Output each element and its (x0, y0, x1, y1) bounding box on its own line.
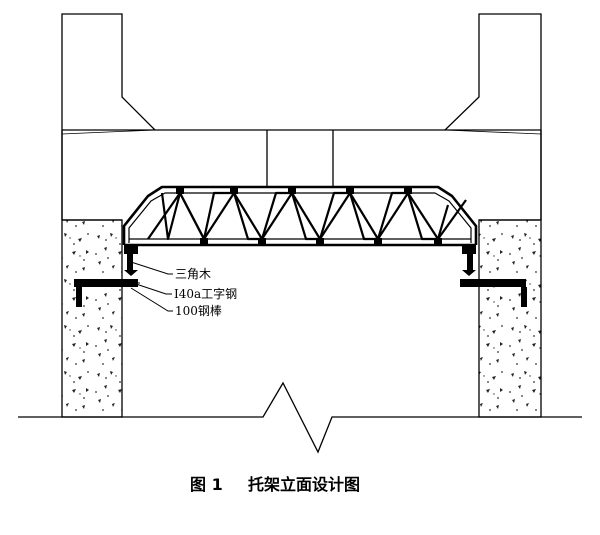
truss-web-members (147, 191, 467, 241)
left-pier-column (61, 219, 123, 418)
right-pier-column (478, 219, 542, 418)
label-i-beam: I40a工字钢 (174, 286, 237, 301)
label-steel-rod: 100钢棒 (175, 304, 222, 318)
left-triangle-wood (124, 245, 138, 276)
truss-web-members-secondary (160, 191, 450, 241)
figure-title: 托架立面设计图 (248, 475, 360, 494)
truss-node-plates (176, 188, 442, 244)
ground-line (18, 381, 582, 454)
right-triangle-wood (462, 245, 476, 276)
truss-top-chord (122, 185, 478, 245)
left-i-beam-and-rod (74, 279, 140, 307)
right-i-beam-and-rod (460, 279, 527, 307)
truss-top-chord-inner (128, 192, 472, 243)
figure-number: 图 1 (190, 475, 223, 494)
pier-cap-structure (61, 13, 542, 221)
truss-bracket (122, 185, 478, 247)
label-leader-lines (130, 261, 173, 312)
label-triangle-wood: 三角木 (175, 267, 211, 281)
